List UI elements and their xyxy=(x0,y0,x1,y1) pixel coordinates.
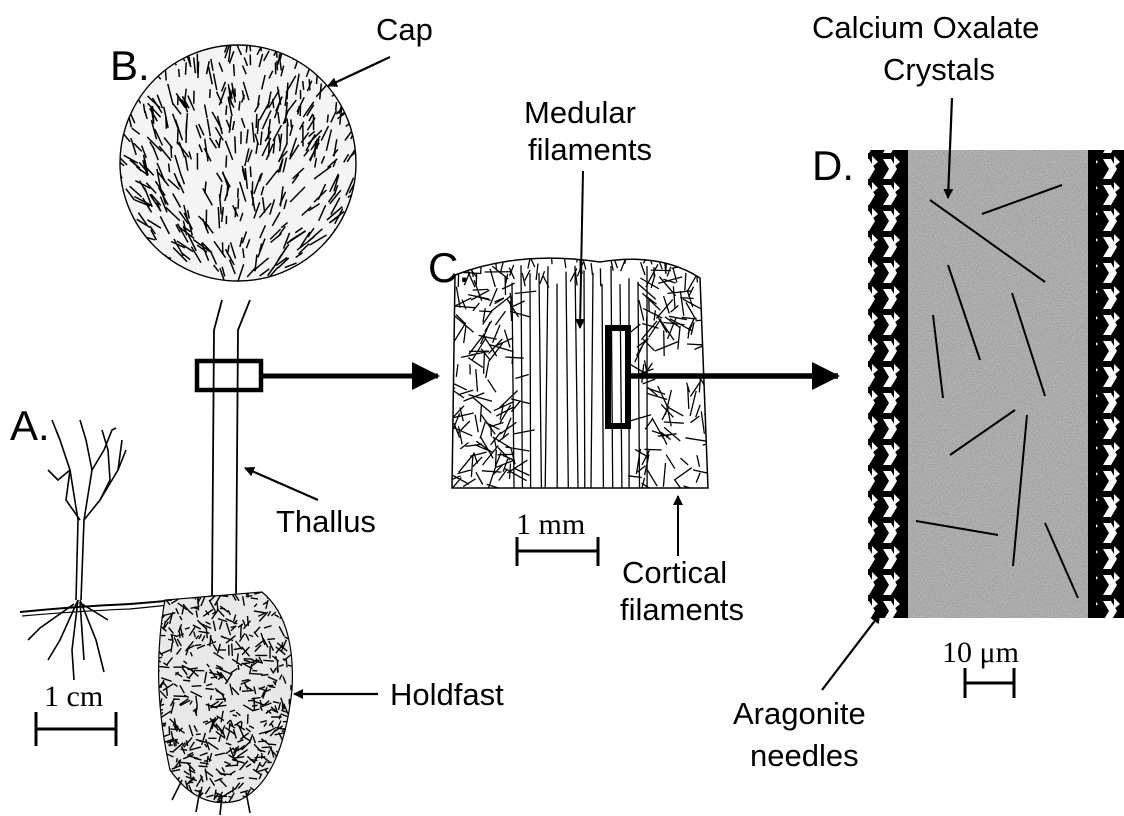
label-aragonite-line1: Aragonite xyxy=(733,696,866,731)
label-thallus: Thallus xyxy=(276,504,376,539)
pointer-aragonite xyxy=(822,614,880,690)
crystal-view-d xyxy=(868,150,1124,618)
scale-label-a: 1 cm xyxy=(44,680,103,713)
label-aragonite-line2: needles xyxy=(750,738,859,773)
panel-label-b: B. xyxy=(110,42,150,89)
scale-bar-d xyxy=(965,668,1014,698)
label-medular-line2: filaments xyxy=(528,132,652,167)
label-cap: Cap xyxy=(376,12,433,47)
label-calcium-line2: Crystals xyxy=(883,52,995,87)
plant-b-stalk xyxy=(212,300,250,600)
panel-label-c: C. xyxy=(428,244,470,291)
label-holdfast: Holdfast xyxy=(390,677,504,712)
selection-box-b xyxy=(197,361,261,390)
scale-label-c: 1 mm xyxy=(516,508,585,541)
pointer-thallus xyxy=(245,468,318,500)
panel-label-a: A. xyxy=(10,402,50,449)
plant-b-holdfast xyxy=(145,576,309,816)
pointer-cap xyxy=(328,57,390,86)
scale-bar-c xyxy=(517,537,598,566)
speckle-texture xyxy=(908,150,1088,618)
label-cortical-line1: Cortical xyxy=(622,555,727,590)
aragonite-wall-right xyxy=(1094,150,1124,618)
label-cortical-line2: filaments xyxy=(620,592,744,627)
label-medular-line1: Medular xyxy=(524,95,636,130)
panel-label-d: D. xyxy=(812,142,854,189)
filament-section-c xyxy=(439,245,726,495)
scale-bar-a xyxy=(36,712,116,746)
aragonite-wall-left xyxy=(868,150,902,618)
scale-label-d: 10 μm xyxy=(942,636,1019,669)
label-calcium-line1: Calcium Oxalate xyxy=(812,10,1039,45)
